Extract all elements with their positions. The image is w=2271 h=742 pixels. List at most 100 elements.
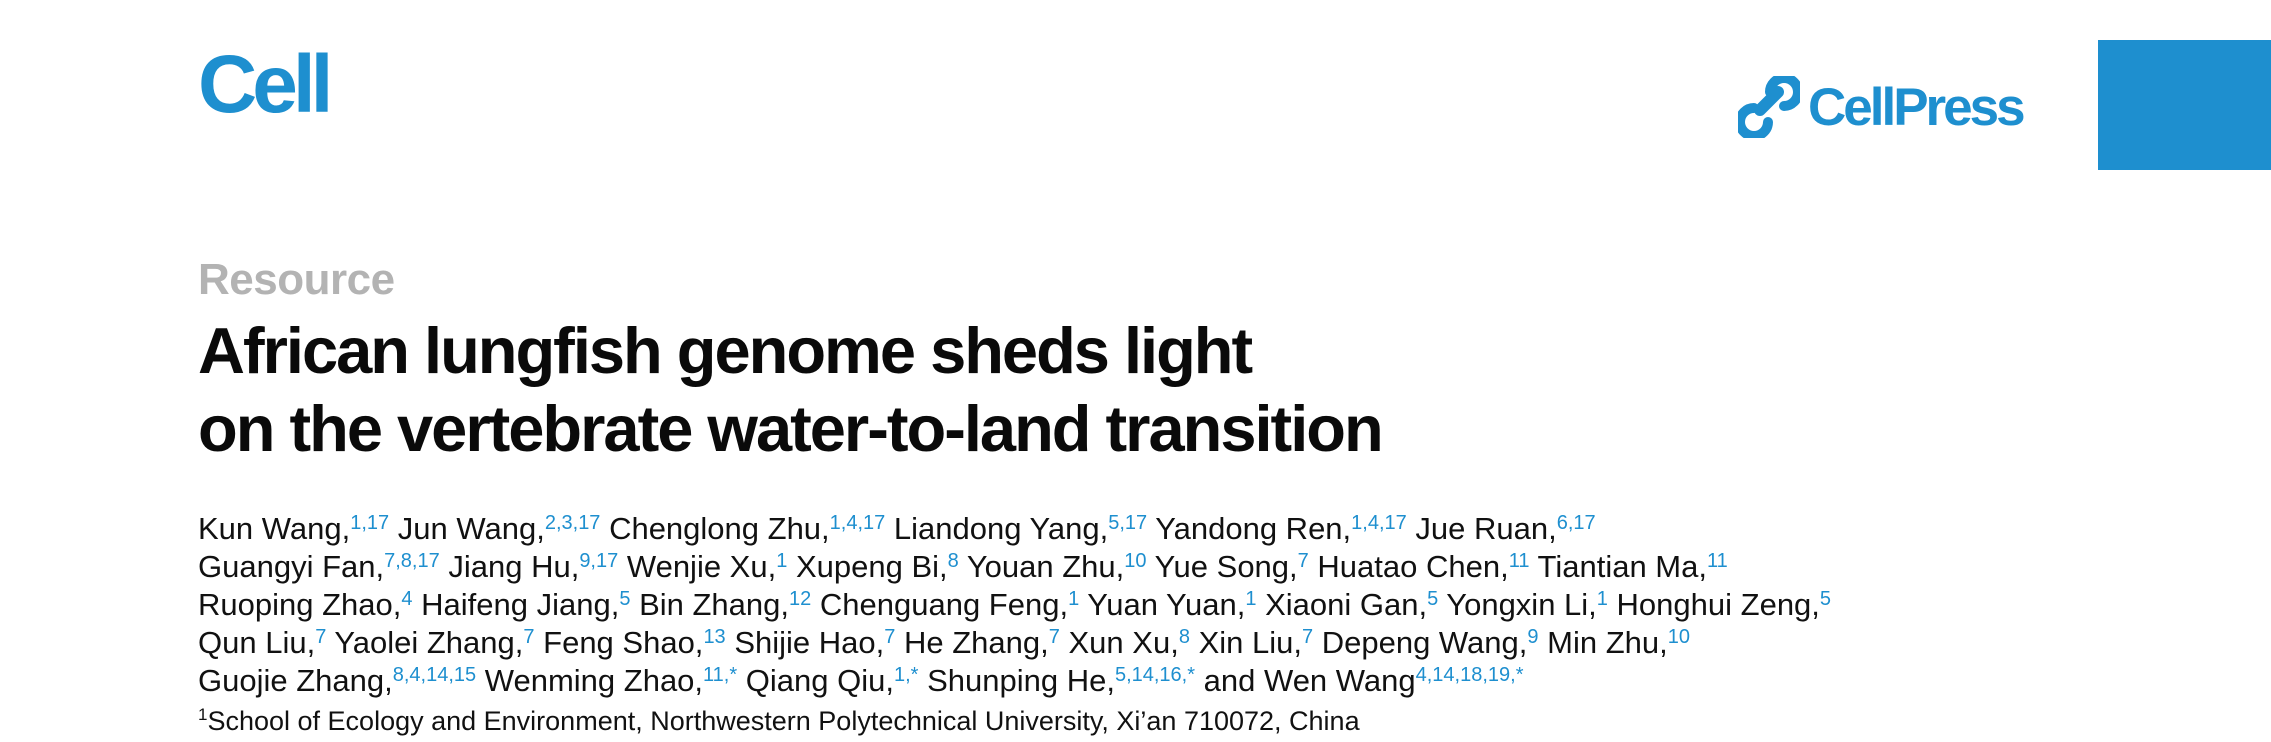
- author-affiliation-sup[interactable]: 11: [1508, 550, 1530, 572]
- author-name[interactable]: Chenguang Feng,1: [820, 587, 1079, 622]
- author-name-text: Jun Wang,: [397, 511, 545, 546]
- author-affiliation-sup[interactable]: 5: [1819, 588, 1832, 610]
- author-affiliation-sup[interactable]: 7: [884, 626, 896, 648]
- author-name[interactable]: Yue Song,7: [1155, 549, 1309, 584]
- author-affiliation-sup[interactable]: 1: [1596, 588, 1608, 610]
- author-name[interactable]: Ruoping Zhao,4: [198, 587, 413, 622]
- author-affiliation-sup[interactable]: 7: [1048, 626, 1060, 648]
- author-affiliation-sup[interactable]: 7,8,17: [384, 550, 440, 572]
- author-name[interactable]: Xin Liu,7: [1199, 625, 1314, 660]
- author-affiliation-sup[interactable]: 7: [1297, 550, 1309, 572]
- author-name[interactable]: Guangyi Fan,7,8,17: [198, 549, 440, 584]
- author-affiliation-sup[interactable]: 1: [776, 550, 788, 572]
- author-name-text: Shijie Hao,: [734, 625, 885, 660]
- author-name[interactable]: Xun Xu,8: [1069, 625, 1190, 660]
- author-name[interactable]: Jue Ruan,6,17: [1415, 511, 1595, 546]
- author-name[interactable]: Feng Shao,13: [543, 625, 726, 660]
- author-name-text: Haifeng Jiang,: [421, 587, 620, 622]
- author-name[interactable]: Wenming Zhao,11,*: [485, 663, 737, 698]
- author-line: Qun Liu,7 Yaolei Zhang,7 Feng Shao,13 Sh…: [198, 624, 1831, 662]
- author-name[interactable]: Qun Liu,7: [198, 625, 326, 660]
- author-name-text: and Wen Wang: [1203, 663, 1416, 698]
- author-name[interactable]: Chenglong Zhu,1,4,17: [609, 511, 885, 546]
- author-name-text: Wenming Zhao,: [484, 663, 704, 698]
- author-name-text: Huatao Chen,: [1317, 549, 1509, 584]
- author-name[interactable]: He Zhang,7: [904, 625, 1060, 660]
- author-name[interactable]: Kun Wang,1,17: [198, 511, 389, 546]
- author-affiliation-sup[interactable]: 9: [1527, 626, 1539, 648]
- author-affiliation-sup[interactable]: 8: [947, 550, 959, 572]
- author-name[interactable]: Haifeng Jiang,5: [421, 587, 630, 622]
- author-name-text: Feng Shao,: [543, 625, 704, 660]
- author-name-text: Ruoping Zhao,: [198, 587, 402, 622]
- author-affiliation-sup[interactable]: 5,14,16,*: [1114, 664, 1196, 686]
- author-name[interactable]: Tiantian Ma,11: [1538, 549, 1728, 584]
- author-name[interactable]: Yandong Ren,1,4,17: [1155, 511, 1407, 546]
- author-affiliation-sup[interactable]: 8,4,14,15: [392, 664, 477, 686]
- cellpress-mark-icon: [1738, 76, 1800, 138]
- author-affiliation-sup[interactable]: 4: [401, 588, 413, 610]
- title-line: African lungfish genome sheds light: [198, 314, 1253, 387]
- author-affiliation-sup[interactable]: 10: [1667, 626, 1690, 648]
- author-name-text: Yaolei Zhang,: [334, 625, 524, 660]
- author-affiliation-sup[interactable]: 12: [789, 588, 812, 610]
- author-name[interactable]: Jiang Hu,9,17: [448, 549, 618, 584]
- author-affiliation-sup[interactable]: 11: [1706, 550, 1728, 572]
- author-name[interactable]: Youan Zhu,10: [967, 549, 1147, 584]
- author-name-text: Tiantian Ma,: [1537, 549, 1707, 584]
- author-name[interactable]: Qiang Qiu,1,*: [746, 663, 919, 698]
- author-name[interactable]: Shunping He,5,14,16,*: [927, 663, 1195, 698]
- author-affiliation-sup[interactable]: 10: [1124, 550, 1147, 572]
- affiliation-text: School of Ecology and Environment, North…: [207, 706, 1360, 736]
- author-name[interactable]: Wenjie Xu,1: [627, 549, 787, 584]
- author-name[interactable]: Yaolei Zhang,7: [334, 625, 534, 660]
- author-name[interactable]: Shijie Hao,7: [734, 625, 895, 660]
- author-affiliation-sup[interactable]: 1,17: [350, 512, 390, 534]
- author-affiliation-sup[interactable]: 13: [703, 626, 726, 648]
- author-name-text: Depeng Wang,: [1321, 625, 1528, 660]
- author-affiliation-sup[interactable]: 1: [1068, 588, 1080, 610]
- publisher-logo: CellPress: [1738, 72, 2026, 142]
- author-affiliation-sup[interactable]: 4,14,18,19,*: [1415, 664, 1524, 686]
- author-name[interactable]: Huatao Chen,11: [1317, 549, 1529, 584]
- author-affiliation-sup[interactable]: 8: [1178, 626, 1190, 648]
- author-affiliation-sup[interactable]: 7: [315, 626, 327, 648]
- author-affiliation-sup[interactable]: 1,4,17: [1351, 512, 1407, 534]
- author-name-text: Chenglong Zhu,: [609, 511, 830, 546]
- author-affiliation-sup[interactable]: 7: [523, 626, 535, 648]
- affiliation-number: 1: [198, 705, 208, 724]
- author-name[interactable]: Yongxin Li,1: [1446, 587, 1608, 622]
- author-list: Kun Wang,1,17 Jun Wang,2,3,17 Chenglong …: [198, 510, 1831, 700]
- author-affiliation-sup[interactable]: 5: [1427, 588, 1439, 610]
- author-name[interactable]: Min Zhu,10: [1547, 625, 1690, 660]
- author-name[interactable]: Bin Zhang,12: [639, 587, 811, 622]
- author-name[interactable]: Liandong Yang,5,17: [894, 511, 1147, 546]
- author-affiliation-sup[interactable]: 1,*: [893, 664, 919, 686]
- author-affiliation-sup[interactable]: 11,*: [703, 664, 738, 686]
- journal-logo: Cell: [198, 39, 333, 130]
- author-affiliation-sup[interactable]: 2,3,17: [544, 512, 601, 534]
- author-name-text: Youan Zhu,: [966, 549, 1125, 584]
- author-affiliation-sup[interactable]: 9,17: [579, 550, 619, 572]
- author-name-text: Shunping He,: [927, 663, 1115, 698]
- author-name[interactable]: Honghui Zeng,5: [1617, 587, 1832, 622]
- author-name[interactable]: Yuan Yuan,1: [1087, 587, 1256, 622]
- author-name[interactable]: Guojie Zhang,8,4,14,15: [198, 663, 476, 698]
- author-name-text: Guojie Zhang,: [198, 663, 393, 698]
- author-affiliation-sup[interactable]: 5,17: [1108, 512, 1148, 534]
- author-affiliation-sup[interactable]: 7: [1301, 626, 1314, 648]
- author-affiliation-sup[interactable]: 6,17: [1556, 512, 1596, 534]
- author-name-text: Chenguang Feng,: [819, 587, 1069, 622]
- author-affiliation-sup[interactable]: 5: [619, 588, 631, 610]
- author-name[interactable]: Xiaoni Gan,5: [1265, 587, 1438, 622]
- author-affiliation-sup[interactable]: 1,4,17: [829, 512, 886, 534]
- author-name[interactable]: Xupeng Bi,8: [796, 549, 959, 584]
- author-name-text: Qiang Qiu,: [745, 663, 894, 698]
- author-name[interactable]: Depeng Wang,9: [1322, 625, 1539, 660]
- author-name[interactable]: and Wen Wang4,14,18,19,*: [1204, 663, 1524, 698]
- author-name-text: He Zhang,: [903, 625, 1049, 660]
- author-name-text: Honghui Zeng,: [1616, 587, 1820, 622]
- author-affiliation-sup[interactable]: 1: [1245, 588, 1257, 610]
- author-name[interactable]: Jun Wang,2,3,17: [398, 511, 601, 546]
- author-name-text: Xun Xu,: [1068, 625, 1179, 660]
